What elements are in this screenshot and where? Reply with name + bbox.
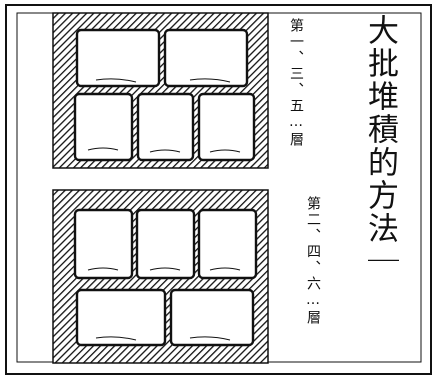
box [73, 208, 134, 280]
layer-label-even: 第二、四、六…層 [305, 196, 321, 326]
box [197, 92, 256, 162]
layer-label-odd: 第一、三、五…層 [288, 18, 304, 148]
box [75, 288, 167, 347]
box [73, 92, 134, 162]
box [135, 208, 196, 280]
diagram-odd-layers [52, 12, 269, 169]
diagram-even-layers [52, 189, 269, 364]
box [163, 28, 249, 88]
diagram-title: 大批堆積的方法｜ [362, 14, 398, 278]
box [136, 92, 195, 162]
box [169, 288, 255, 347]
box [197, 208, 258, 280]
box [75, 28, 161, 88]
outer-frame [5, 4, 432, 375]
